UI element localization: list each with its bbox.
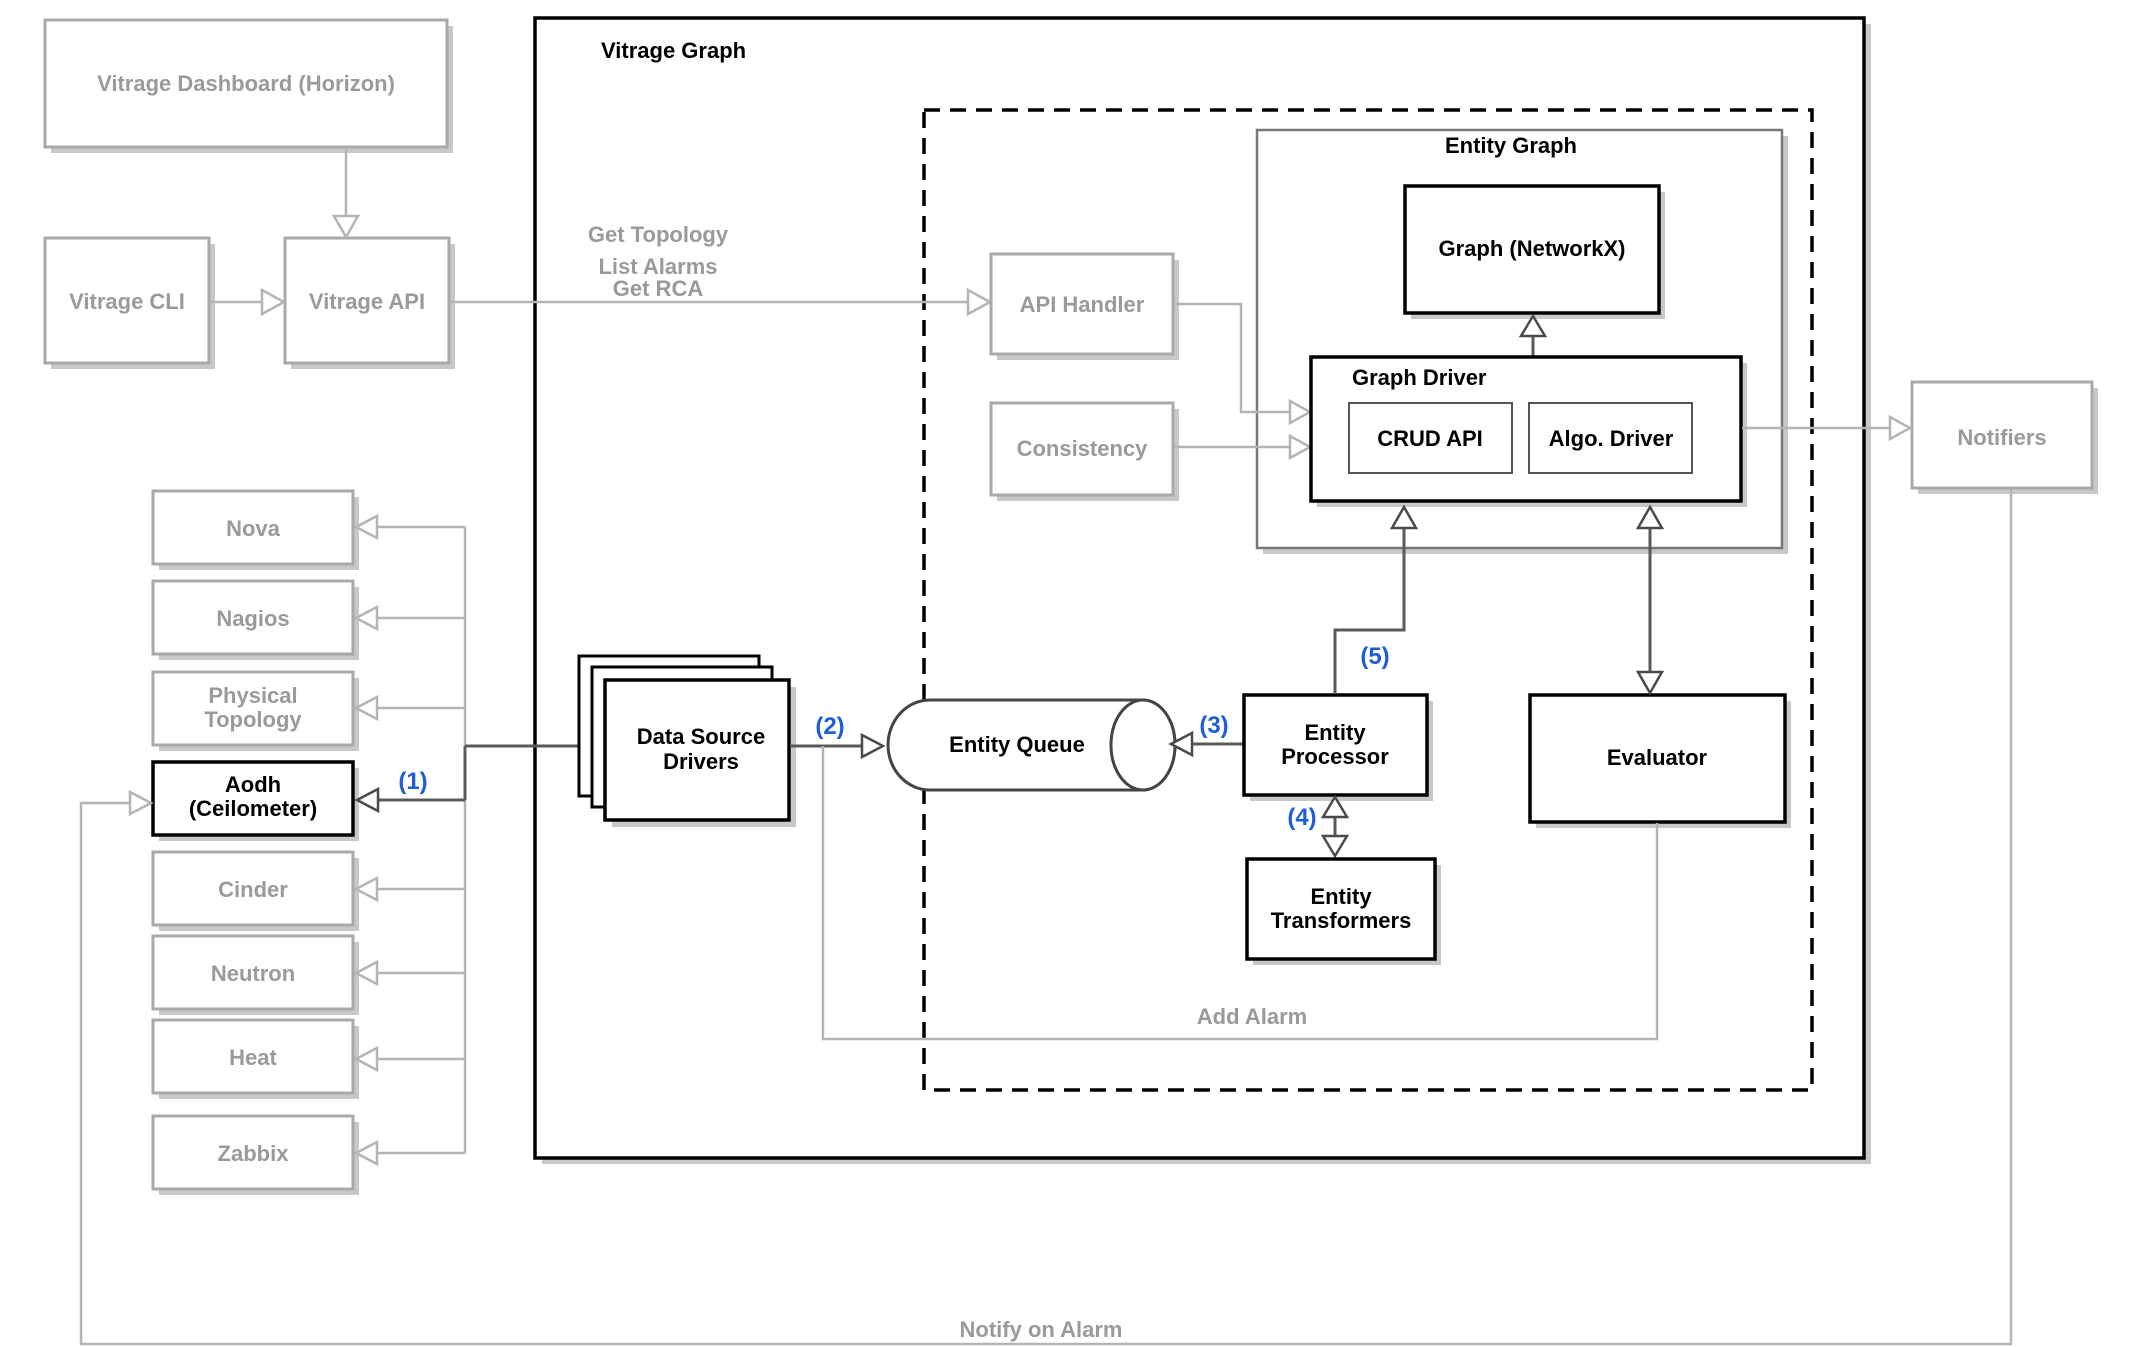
datasource-aodh: Aodh (Ceilometer) — [151, 760, 359, 841]
entity-transformers-node: Entity Transformers — [1245, 857, 1441, 965]
svg-text:Vitrage CLI: Vitrage CLI — [69, 289, 185, 314]
arrowhead-icon — [354, 786, 380, 814]
arrowhead-icon — [966, 287, 993, 317]
svg-text:(Ceilometer): (Ceilometer) — [189, 796, 317, 821]
consistency-node: Consistency — [989, 401, 1179, 501]
arrowhead-icon — [353, 1139, 379, 1167]
notifiers-node: Notifiers — [1910, 380, 2098, 494]
crud-api-node: CRUD API — [1348, 402, 1513, 474]
datasource-nagios: Nagios — [151, 579, 359, 660]
datasource-neutron: Neutron — [151, 934, 359, 1015]
arrowhead-icon — [1888, 414, 1913, 442]
notify-on-alarm-label: Notify on Alarm — [960, 1317, 1123, 1342]
entity-processor-node: Entity Processor — [1242, 693, 1433, 801]
algo-driver-node: Algo. Driver — [1528, 402, 1693, 474]
processing-region-dashed — [922, 108, 1814, 1092]
svg-text:Cinder: Cinder — [218, 877, 288, 902]
arrowhead-icon — [1518, 313, 1548, 338]
dashboard-node: Vitrage Dashboard (Horizon) — [43, 18, 453, 153]
arrowhead-icon — [331, 214, 361, 240]
svg-text:Transformers: Transformers — [1271, 908, 1412, 933]
arrowhead-icon — [1288, 433, 1313, 461]
arrowhead-icon — [260, 287, 287, 317]
svg-text:Physical: Physical — [208, 683, 297, 708]
datasource-nova: Nova — [151, 489, 359, 570]
step-3-label: (3) — [1199, 712, 1228, 739]
arrowhead-icon — [860, 732, 886, 760]
datasource-heat: Heat — [151, 1018, 359, 1099]
arrowhead-icon — [1389, 504, 1419, 530]
svg-text:Notifiers: Notifiers — [1957, 425, 2046, 450]
entity-graph-title: Entity Graph — [1445, 133, 1577, 158]
step-4-label: (4) — [1287, 804, 1316, 831]
svg-text:Vitrage API: Vitrage API — [309, 289, 425, 314]
svg-text:Nova: Nova — [226, 516, 281, 541]
svg-text:Get RCA: Get RCA — [613, 276, 704, 301]
arrowhead-icon — [1635, 504, 1665, 530]
svg-text:Aodh: Aodh — [225, 772, 281, 797]
svg-text:Get Topology: Get Topology — [588, 222, 729, 247]
svg-text:Graph (NetworkX): Graph (NetworkX) — [1438, 236, 1625, 261]
arrowhead-icon — [128, 789, 154, 817]
arrowhead-icon — [1635, 670, 1665, 696]
svg-text:Data Source: Data Source — [637, 724, 765, 749]
api-ops-label: Get Topology List Alarms Get RCA — [588, 222, 729, 301]
arrowhead-icon — [1320, 794, 1350, 819]
graph-driver-title: Graph Driver — [1352, 365, 1487, 390]
datasource-zabbix: Zabbix — [151, 1114, 359, 1195]
vitrage-graph-title: Vitrage Graph — [601, 38, 746, 63]
arrowhead-icon — [1320, 834, 1350, 859]
svg-text:Zabbix: Zabbix — [218, 1141, 290, 1166]
svg-text:Processor: Processor — [1281, 744, 1389, 769]
step-2-label: (2) — [815, 713, 844, 740]
arrowhead-icon — [353, 513, 379, 541]
arrowhead-icon — [353, 959, 379, 987]
arrowhead-icon — [1168, 730, 1194, 758]
svg-text:Algo. Driver: Algo. Driver — [1549, 426, 1674, 451]
svg-text:Entity: Entity — [1304, 720, 1366, 745]
svg-text:Topology: Topology — [204, 707, 302, 732]
networkx-node: Graph (NetworkX) — [1403, 184, 1665, 319]
svg-text:List Alarms: List Alarms — [598, 254, 717, 279]
svg-text:API Handler: API Handler — [1020, 292, 1145, 317]
svg-text:Drivers: Drivers — [663, 749, 739, 774]
svg-text:Vitrage Dashboard (Horizon): Vitrage Dashboard (Horizon) — [97, 71, 395, 96]
arrowhead-icon — [353, 875, 379, 903]
svg-text:Heat: Heat — [229, 1045, 277, 1070]
evaluator-node: Evaluator — [1528, 693, 1791, 828]
datasource-cinder: Cinder — [151, 850, 359, 931]
arrowhead-icon — [1288, 398, 1313, 426]
svg-text:Entity Queue: Entity Queue — [949, 732, 1085, 757]
step-1-label: (1) — [398, 768, 427, 795]
add-alarm-label: Add Alarm — [1197, 1004, 1307, 1029]
api-handler-node: API Handler — [989, 252, 1179, 360]
cli-node: Vitrage CLI — [43, 236, 215, 369]
arrowhead-icon — [353, 1045, 379, 1073]
arrowhead-icon — [353, 604, 379, 632]
svg-text:Consistency: Consistency — [1017, 436, 1149, 461]
api-node: Vitrage API — [283, 236, 455, 369]
svg-text:Evaluator: Evaluator — [1607, 745, 1708, 770]
entity-queue-node: Entity Queue — [886, 698, 1177, 792]
datasource-physical-topology: Physical Topology — [151, 670, 359, 751]
svg-text:Nagios: Nagios — [216, 606, 289, 631]
arrowhead-icon — [353, 694, 379, 722]
svg-text:Neutron: Neutron — [211, 961, 295, 986]
datasource-drivers-node: Data Source Drivers — [577, 654, 796, 827]
step-5-label: (5) — [1360, 643, 1389, 670]
svg-text:CRUD API: CRUD API — [1377, 426, 1483, 451]
svg-text:Entity: Entity — [1310, 884, 1372, 909]
